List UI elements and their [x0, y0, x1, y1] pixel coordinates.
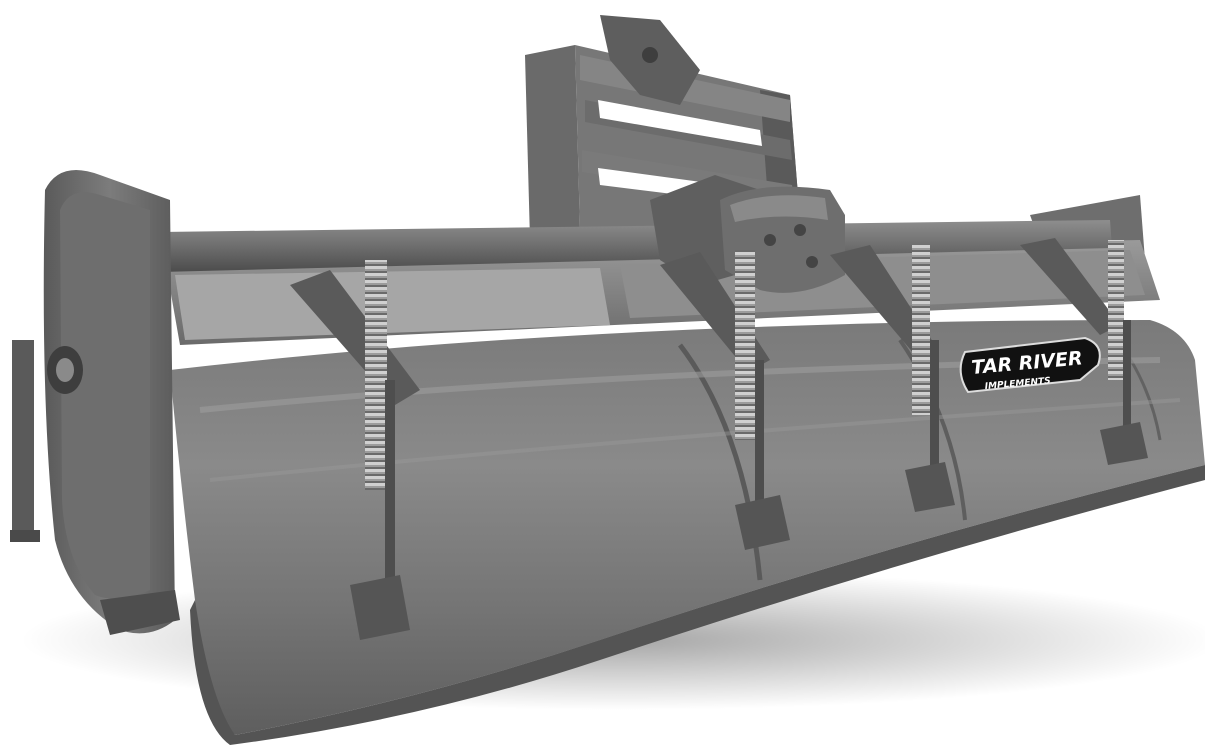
spring-assembly-4: [1020, 238, 1148, 465]
hood-lip: [190, 465, 1205, 745]
hood-highlight: [209, 398, 1181, 482]
cross-tube: [160, 220, 1112, 272]
spring-assembly-3: [830, 245, 955, 512]
spring-assembly-2: [660, 250, 790, 550]
deck-panel: [175, 268, 610, 340]
brand-logo: TAR RIVER IMPLEMENTS: [959, 336, 1101, 394]
rear-hood: [170, 320, 1205, 735]
spring-assembly-1: [290, 260, 420, 640]
side-gear-case: [10, 170, 180, 635]
hitch-frame: [525, 15, 800, 240]
